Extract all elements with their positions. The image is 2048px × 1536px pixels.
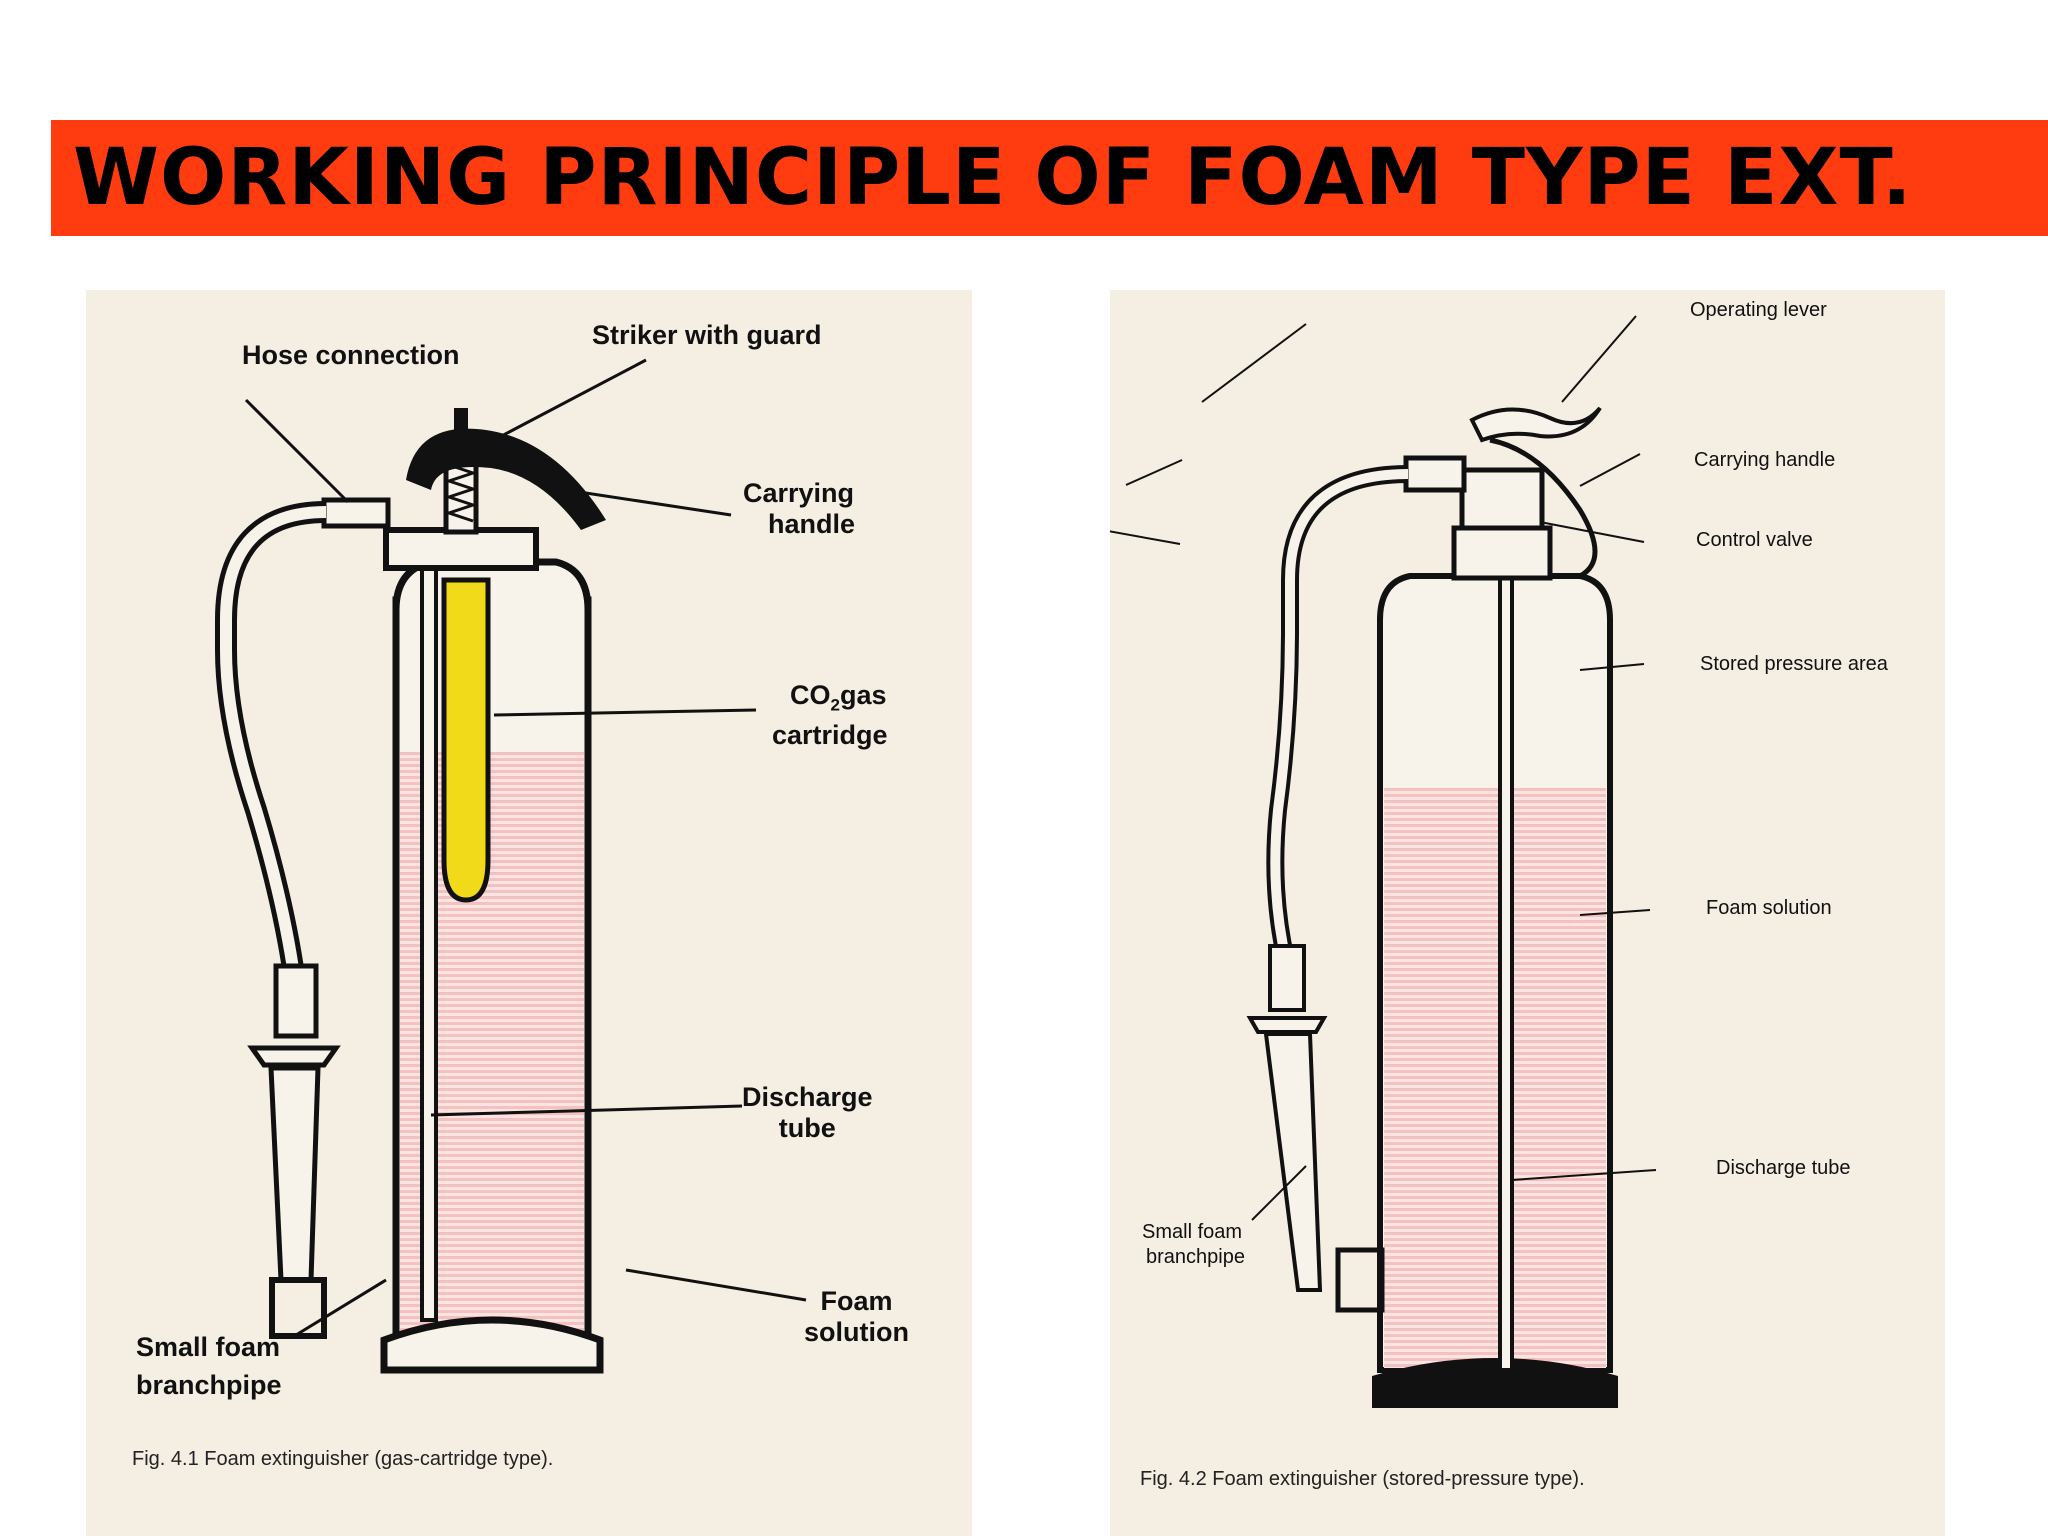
label-control-valve: Control valve: [1696, 529, 1813, 551]
discharge-tube: [1498, 498, 1514, 1372]
hose-connection: [321, 497, 391, 529]
hose-connection: [1403, 455, 1467, 493]
label-foam-solution: Foam solution: [1706, 897, 1832, 919]
branchpipe-pipe: [1263, 1032, 1323, 1292]
label-discharge-tube: Discharge tube: [1716, 1157, 1851, 1179]
striker-spring: [444, 463, 478, 523]
branchpipe-holder: [269, 1277, 327, 1339]
figure-stored-pressure: Operating lever Carrying handle Control …: [1110, 290, 1945, 1536]
label-striker-with-guard: Striker with guard: [592, 320, 822, 350]
stored-pressure-extinguisher-drawing: [1110, 323, 1618, 1408]
cylinder-base: [380, 1316, 604, 1374]
gas-cartridge-extinguisher-drawing: [215, 358, 807, 1374]
foam-solution-fill: [1384, 788, 1606, 1368]
slide-title: WORKING PRINCIPLE OF FOAM TYPE EXT.: [73, 133, 1913, 223]
cylinder-base: [1372, 1358, 1618, 1408]
figure-gas-cartridge: Hose connection Striker with guard Carry…: [86, 290, 972, 1536]
branchpipe-holder: [1335, 1247, 1385, 1313]
branchpipe-coupling: [1268, 944, 1306, 1012]
leader-lines: [244, 358, 807, 1337]
control-valve: [1459, 467, 1545, 533]
branchpipe-nozzle: [1246, 1016, 1328, 1034]
carrying-handle: [406, 428, 606, 530]
figure-caption-4-2: Fig. 4.2 Foam extinguisher (stored-press…: [1140, 1468, 1585, 1490]
title-banner: [51, 120, 2048, 236]
valve-head: [383, 527, 539, 571]
branchpipe-nozzle: [247, 1045, 341, 1068]
branchpipe-pipe: [268, 1065, 321, 1283]
co2-cartridge: [441, 577, 491, 903]
figure-caption-4-1: Fig. 4.1 Foam extinguisher (gas-cartridg…: [132, 1448, 554, 1470]
label-stored-pressure-area: Stored pressure area: [1700, 653, 1888, 675]
operating-lever: [1469, 406, 1602, 443]
branchpipe-coupling: [273, 963, 319, 1039]
discharge-tube: [420, 528, 438, 1322]
label-hose-connection: Hose connection: [242, 340, 460, 370]
leader-lines: [1110, 323, 1307, 545]
label-operating-lever: Operating lever: [1690, 299, 1827, 321]
carrying-handle: [1489, 437, 1598, 579]
label-carrying-handle: Carrying handle: [1694, 449, 1836, 471]
